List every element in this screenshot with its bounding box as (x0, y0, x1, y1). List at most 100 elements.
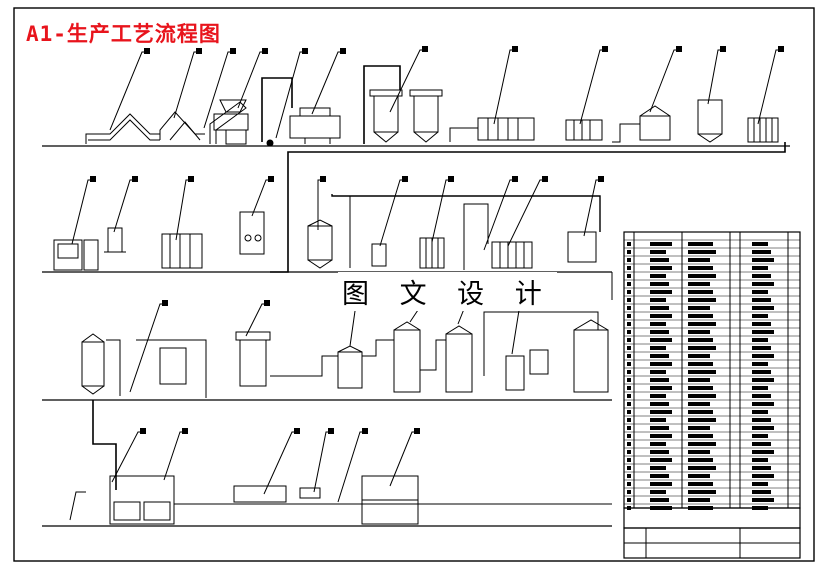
watermark-text: 图 文 设 计 (338, 272, 557, 311)
table-cell-mark (752, 354, 774, 358)
table-cell-mark (752, 314, 768, 318)
table-cell-mark (752, 474, 774, 478)
table-cell-mark (752, 386, 768, 390)
row-4-equipment (42, 475, 612, 527)
table-cell-mark (752, 418, 771, 422)
leader-tag (720, 46, 726, 52)
table-cell-mark (688, 290, 713, 294)
table-cell-mark (752, 290, 768, 294)
table-cell-mark (688, 314, 713, 318)
sheet-border (13, 7, 815, 562)
leader-tag (542, 176, 548, 182)
table-cell-mark (650, 322, 666, 326)
table-cell-mark (688, 298, 716, 302)
table-cell-mark (752, 426, 774, 430)
table-cell-mark (650, 434, 672, 438)
table-cell-mark (650, 426, 669, 430)
table-cell-mark (688, 306, 710, 310)
table-cell-mark (688, 346, 716, 350)
table-cell-mark (688, 386, 713, 390)
table-cell-mark (688, 458, 713, 462)
table-cell-mark (752, 402, 774, 406)
table-cell-mark (650, 482, 672, 486)
leader-tag (162, 300, 168, 306)
table-cell-mark (650, 258, 669, 262)
table-cell-mark (752, 282, 774, 286)
table-cell-mark (688, 370, 716, 374)
table-cell-mark (752, 250, 771, 254)
table-cell-mark (650, 274, 666, 278)
table-cell-mark (650, 330, 669, 334)
table-cell-mark (752, 442, 771, 446)
leader-tag (268, 176, 274, 182)
table-cell-mark (752, 466, 771, 470)
leader-tag (182, 428, 188, 434)
table-cell-mark (650, 490, 666, 494)
table-cell-mark (688, 498, 710, 502)
table-cell-mark (752, 490, 771, 494)
table-cell-mark (650, 410, 672, 414)
table-cell-mark (650, 370, 666, 374)
table-cell-mark (752, 434, 768, 438)
leader-tag (140, 428, 146, 434)
table-cell-mark (650, 282, 669, 286)
leader-tag (778, 46, 784, 52)
table-cell-mark (752, 498, 774, 502)
table-cell-mark (752, 274, 771, 278)
table-cell-mark (650, 362, 672, 366)
table-cell-mark (650, 338, 672, 342)
table-cell-mark (650, 394, 666, 398)
table-cell-mark (650, 242, 672, 246)
equipment-list-table (623, 231, 801, 559)
table-cell-mark (688, 410, 713, 414)
leader-tag (294, 428, 300, 434)
table-cell-mark (650, 298, 666, 302)
table-cell-mark (688, 450, 710, 454)
leader-tag (598, 176, 604, 182)
table-cell-mark (688, 402, 710, 406)
table-cell-mark (688, 258, 710, 262)
leader-tag (402, 176, 408, 182)
leader-tag (302, 48, 308, 54)
row-3-leaders (129, 303, 524, 393)
leader-tag (422, 46, 428, 52)
leader-tag (512, 46, 518, 52)
table-cell-mark (688, 274, 716, 278)
table-cell-mark (650, 346, 666, 350)
table-cell-mark (650, 442, 666, 446)
table-cell-mark (688, 466, 716, 470)
table-cell-mark (752, 330, 774, 334)
leader-tag (362, 428, 368, 434)
table-cell-mark (650, 458, 672, 462)
leader-tag (188, 176, 194, 182)
table-cell-mark (650, 450, 669, 454)
table-cell-mark (752, 338, 768, 342)
table-cell-mark (650, 250, 666, 254)
leader-tag (230, 48, 236, 54)
leader-tag (414, 428, 420, 434)
table-cell-mark (688, 378, 710, 382)
table-cell-mark (752, 298, 771, 302)
table-cell-mark (650, 290, 672, 294)
table-cell-mark (688, 338, 713, 342)
table-cell-mark (650, 354, 669, 358)
table-cell-mark (688, 434, 713, 438)
table-cell-mark (650, 386, 672, 390)
table-cell-mark (688, 442, 716, 446)
table-cell-mark (650, 498, 669, 502)
table-cell-mark (688, 242, 713, 246)
table-cell-mark (752, 306, 774, 310)
table-cell-mark (650, 378, 669, 382)
table-cell-mark (752, 258, 774, 262)
table-cell-mark (688, 330, 710, 334)
drawing-title: A1-生产工艺流程图 (26, 22, 221, 46)
table-cell-mark (688, 418, 716, 422)
leader-tag (328, 428, 334, 434)
table-cell-mark (688, 482, 713, 486)
table-cell-mark (650, 474, 669, 478)
table-cell-mark (688, 362, 713, 366)
leader-tag (448, 176, 454, 182)
table-cell-mark (688, 474, 710, 478)
table-cell-mark (650, 466, 666, 470)
